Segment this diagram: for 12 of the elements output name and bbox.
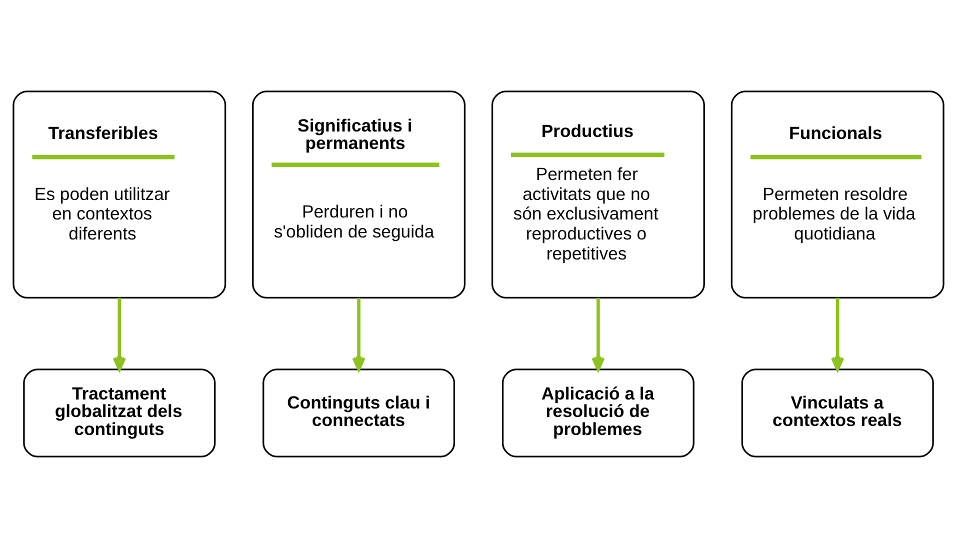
node-box: Funcionals Permeten resoldre problemes de la vida quotidiana: [730, 90, 944, 299]
node-box: Significatius i permanents Perduren i no s'obliden de seguida: [252, 90, 466, 299]
arrow: [830, 298, 844, 371]
node-box: Transferibles Es poden utilitzar en contextos diferents: [12, 90, 226, 299]
node-box: Vinculats a contextos reals: [741, 368, 934, 458]
arrow: [112, 298, 126, 371]
arrow: [352, 298, 366, 371]
node-box: Continguts clau i connectats: [262, 368, 456, 458]
arrow: [592, 298, 605, 371]
node-box: Productius Permeten fer activitats que no són exclusivament reproductives o repetitives: [491, 90, 705, 299]
node-box: Aplicació a la resolució de problemes: [502, 368, 694, 458]
node-box: Tractament globalitzat dels continguts: [23, 368, 216, 458]
